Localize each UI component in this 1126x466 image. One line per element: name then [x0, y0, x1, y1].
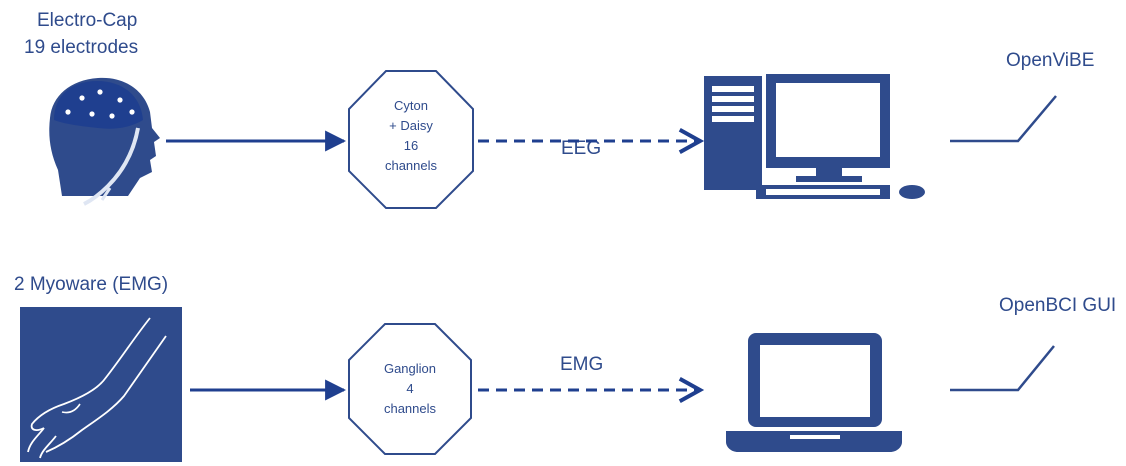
openvibe-label: OpenViBE — [1006, 50, 1095, 71]
board-line-channel-count: 16 — [403, 138, 419, 153]
desktop-computer-icon — [704, 74, 925, 199]
openbci-gui-label: OpenBCI GUI — [999, 295, 1117, 316]
board-line-channel-count: 4 — [406, 381, 414, 396]
board-line-channels: channels — [384, 158, 438, 173]
emg-signal-label: EMG — [560, 354, 604, 375]
openbci-stroke-icon — [950, 345, 1055, 392]
electro-cap-label: Electro-Cap — [37, 10, 138, 31]
head-with-electrodes-icon — [49, 77, 160, 206]
ganglion-board-text: Ganglion 4 channels — [361, 359, 459, 419]
myoware-label: 2 Myoware (EMG) — [14, 274, 169, 295]
laptop-icon — [726, 333, 902, 452]
ganglion-board — [348, 323, 472, 455]
arm-icon — [20, 307, 182, 462]
electrode-count-label: 19 electrodes — [24, 37, 139, 58]
cyton-daisy-board — [348, 70, 474, 209]
openvibe-stroke-icon — [950, 95, 1057, 143]
board-line-daisy: + Daisy — [389, 118, 433, 133]
board-line-cyton: Cyton — [394, 98, 428, 113]
board-line-ganglion: Ganglion — [383, 361, 437, 376]
cyton-board-text: Cyton + Daisy 16 channels — [362, 96, 460, 176]
eeg-signal-label: EEG — [561, 138, 602, 159]
board-line-channels: channels — [383, 401, 437, 416]
